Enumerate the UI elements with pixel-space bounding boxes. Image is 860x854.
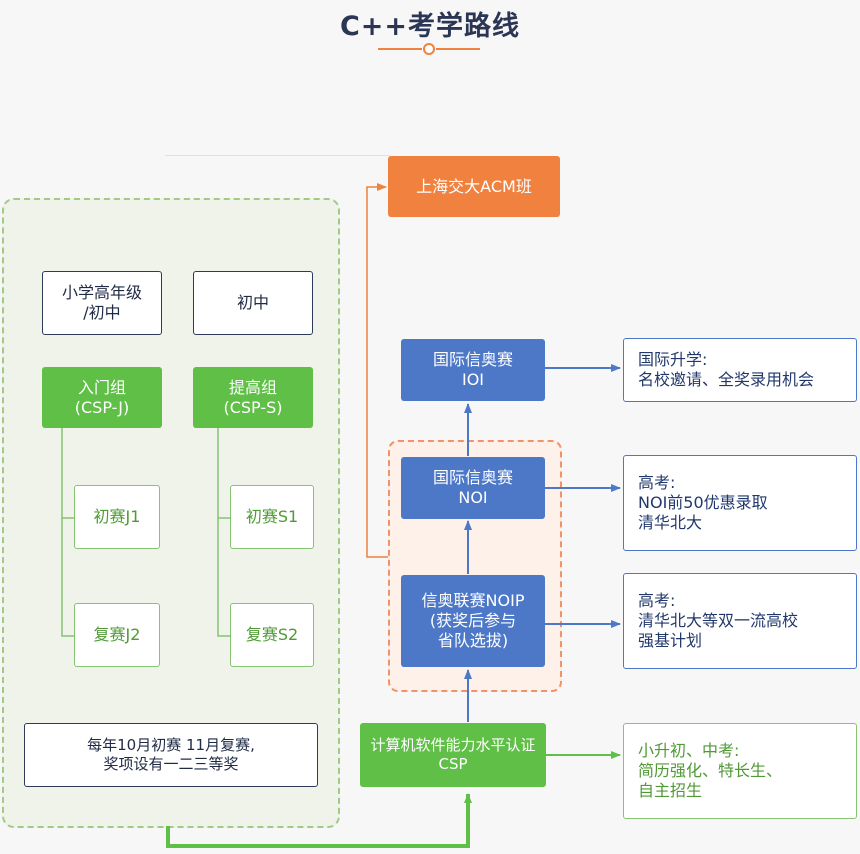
noip-label: 信奥联赛NOIP (获奖后参与 省队选拔): [421, 591, 525, 650]
title-ornament: [378, 43, 480, 55]
junior-high-node[interactable]: 初中: [193, 271, 313, 335]
outcome-ioi-text: 国际升学: 名校邀请、全奖录用机会: [638, 350, 815, 389]
final-s2-node[interactable]: 复赛S2: [230, 603, 314, 667]
schedule-note-text: 每年10月初赛 11月复赛, 奖项设有一二三等奖: [87, 736, 255, 773]
acm-class-node[interactable]: 上海交大ACM班: [388, 156, 560, 217]
ioi-node[interactable]: 国际信奥赛 IOI: [401, 339, 545, 401]
primary-senior-label: 小学高年级 /初中: [61, 283, 142, 322]
primary-senior-node[interactable]: 小学高年级 /初中: [42, 271, 162, 335]
outcome-noi-box[interactable]: 高考: NOI前50优惠录取 清华北大: [623, 455, 857, 551]
advanced-group-node[interactable]: 提高组 (CSP-S): [193, 367, 313, 428]
final-j2-label: 复赛J2: [93, 625, 141, 644]
outcome-csp-box[interactable]: 小升初、中考: 简历强化、特长生、 自主招生: [623, 723, 857, 819]
divider-line: [165, 155, 390, 156]
outcome-noip-box[interactable]: 高考: 清华北大等双一流高校 强基计划: [623, 573, 857, 669]
ioi-label: 国际信奥赛 IOI: [432, 350, 513, 389]
entry-group-node[interactable]: 入门组 (CSP-J): [42, 367, 162, 428]
final-j2-node[interactable]: 复赛J2: [74, 603, 160, 667]
orange-flow-line: [366, 183, 388, 558]
noi-node[interactable]: 国际信奥赛 NOI: [401, 457, 545, 519]
entry-group-label: 入门组 (CSP-J): [74, 377, 130, 417]
prelim-s1-node[interactable]: 初赛S1: [230, 485, 314, 549]
outcome-ioi-box[interactable]: 国际升学: 名校邀请、全奖录用机会: [623, 338, 857, 402]
prelim-j1-label: 初赛J1: [93, 507, 141, 526]
blue-flow-lines: [464, 364, 621, 722]
outcome-csp-text: 小升初、中考: 简历强化、特长生、 自主招生: [638, 741, 783, 800]
outcome-noip-text: 高考: 清华北大等双一流高校 强基计划: [638, 591, 799, 650]
csp-label: 计算机软件能力水平认证 CSP: [370, 736, 536, 773]
schedule-note-box: 每年10月初赛 11月复赛, 奖项设有一二三等奖: [24, 723, 318, 787]
advanced-group-label: 提高组 (CSP-S): [223, 377, 283, 417]
junior-high-label: 初中: [236, 293, 269, 312]
csp-node[interactable]: 计算机软件能力水平认证 CSP: [360, 723, 546, 787]
prelim-j1-node[interactable]: 初赛J1: [74, 485, 160, 549]
noi-label: 国际信奥赛 NOI: [432, 468, 513, 507]
final-s2-label: 复赛S2: [245, 625, 299, 644]
tree-connectors: [61, 428, 230, 637]
outcome-noi-text: 高考: NOI前50优惠录取 清华北大: [638, 473, 768, 532]
prelim-s1-label: 初赛S1: [245, 507, 299, 526]
green-flow-line: [166, 793, 472, 848]
acm-class-label: 上海交大ACM班: [416, 176, 532, 196]
page-title: C++考学路线: [339, 11, 521, 42]
noip-node[interactable]: 信奥联赛NOIP (获奖后参与 省队选拔): [401, 575, 545, 667]
